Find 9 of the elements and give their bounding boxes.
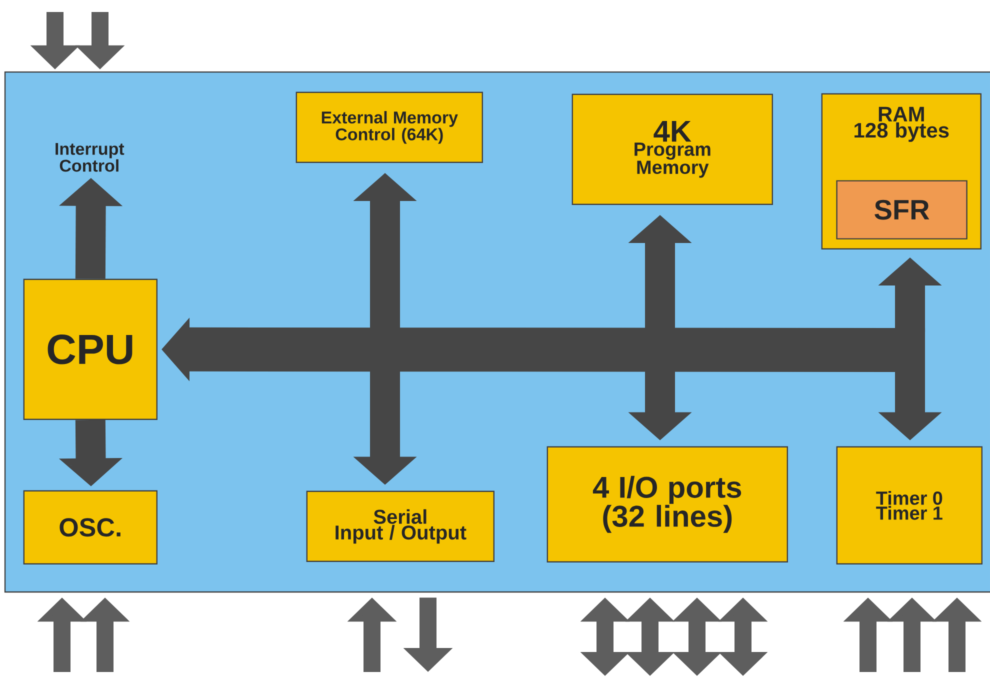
oscillator-box: OSC.	[23, 490, 158, 564]
timer-box: Timer 0 Timer 1	[836, 446, 982, 564]
serial-port-box: Serial Input / Output	[306, 490, 495, 562]
processor-box: CPU	[23, 278, 158, 420]
port-box: 4 I/O ports (32 lines)	[546, 446, 788, 562]
block-label: Interrupt Control	[56, 143, 124, 172]
register-box: SFR	[836, 180, 968, 240]
memory-box: External Memory Control (64K)	[296, 92, 484, 163]
memory-box: 4K Program Memory	[572, 94, 773, 205]
